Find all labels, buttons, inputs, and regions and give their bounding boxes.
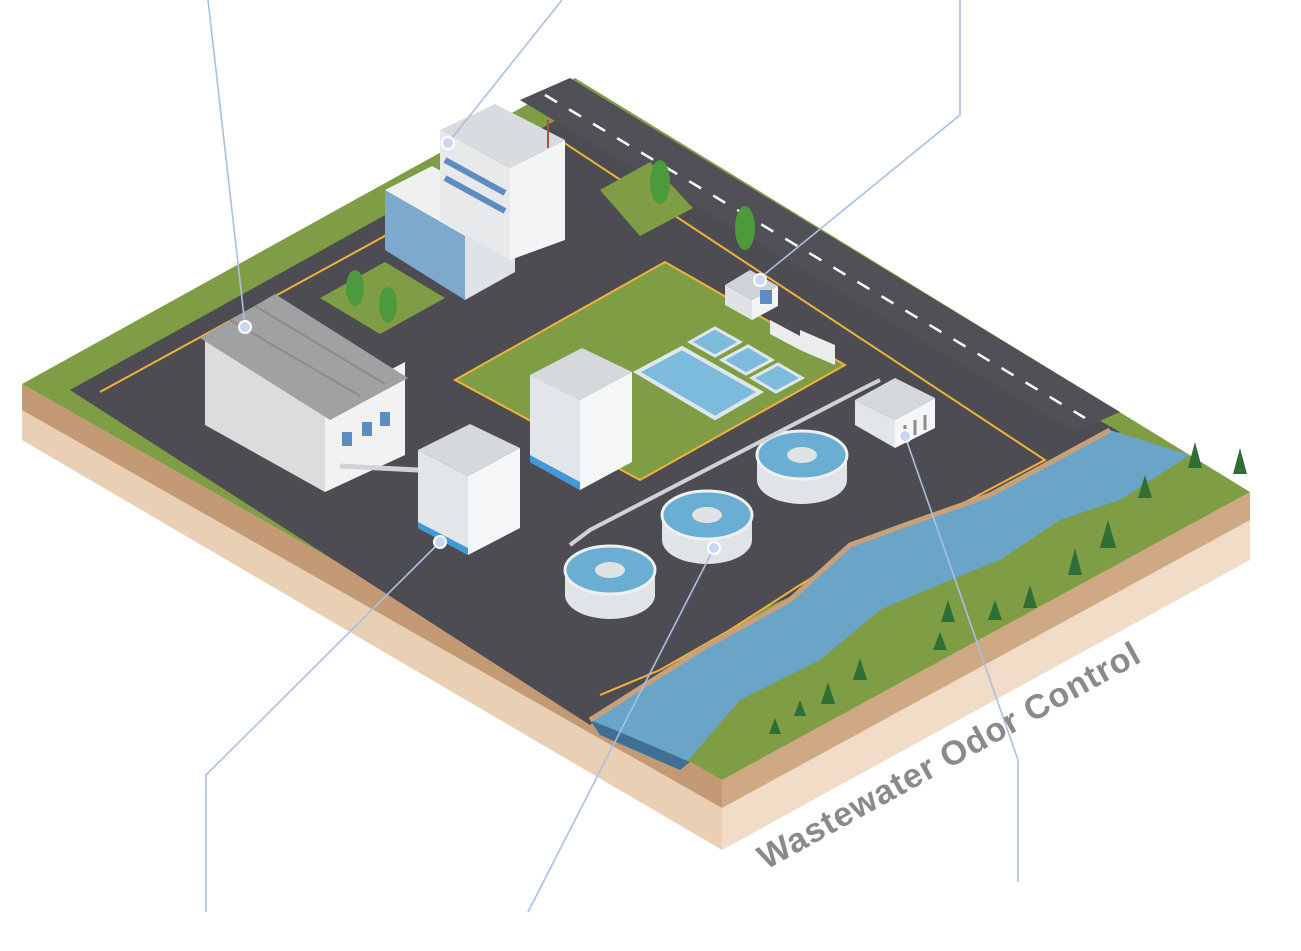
- callout-clarifier: [527, 541, 721, 913]
- warehouse: [200, 294, 408, 492]
- callout-warehouse: [207, 0, 252, 334]
- treatment-unit-middle: [530, 348, 632, 490]
- control-house: [725, 270, 835, 365]
- aeration-basins: [632, 326, 806, 421]
- clarifiers: [563, 378, 881, 619]
- office-building: [385, 104, 565, 300]
- conifers: [769, 442, 1247, 734]
- callout-control-house: [753, 0, 961, 287]
- callout-office: [441, 0, 563, 150]
- trees: [346, 160, 755, 323]
- clarifier-tank-1: [563, 544, 657, 619]
- clarifier-tank-3: [755, 429, 849, 504]
- callout-lines: [205, 0, 1019, 913]
- odor-control-unit: [339, 424, 520, 555]
- callout-odor-unit-front: [205, 535, 447, 912]
- road-dashes: [544, 93, 1086, 420]
- grass-island-road: [600, 162, 693, 236]
- river: [590, 430, 1190, 770]
- clarifier-tank-2: [660, 489, 754, 564]
- road: [520, 78, 1120, 432]
- callout-outfall-building: [898, 429, 1019, 882]
